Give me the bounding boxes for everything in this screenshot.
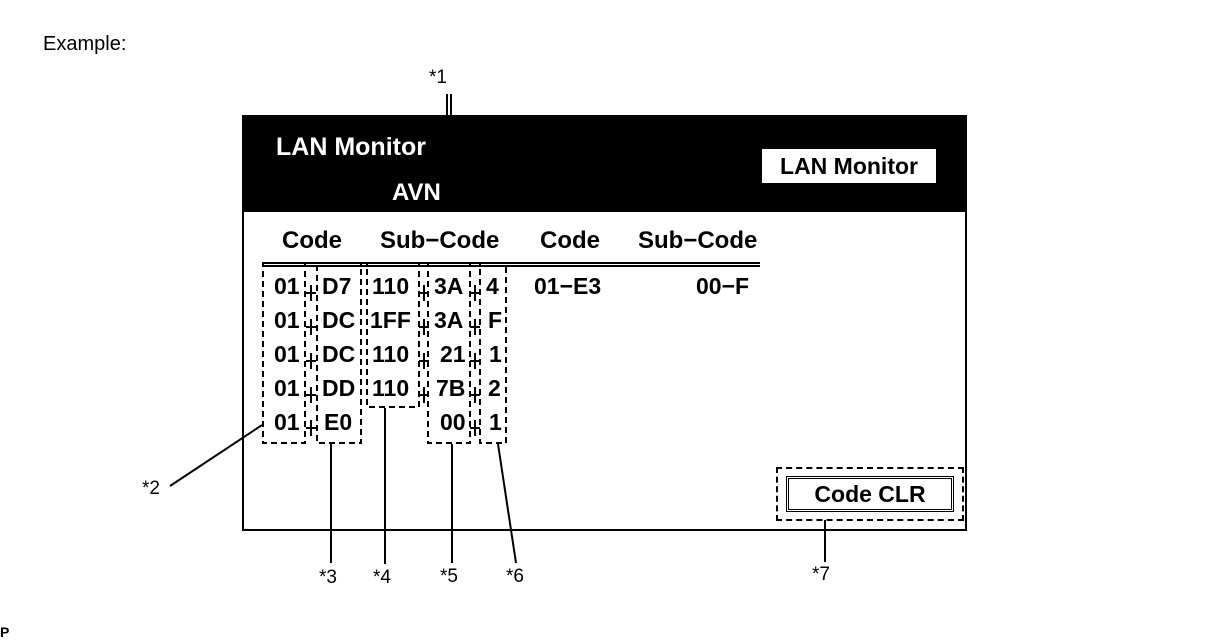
code-cell: 01 [274,409,300,435]
code-cell: 4 [486,273,499,299]
code-cell: 1 [489,341,502,367]
code-clr-button[interactable]: Code CLR [786,476,954,512]
code-clr-highlight [776,467,964,521]
code-cell: DC [322,307,356,333]
code-cell: 1FF [370,307,411,333]
dtc-box [316,262,362,444]
code-cell: 110 [372,375,410,401]
code-cell: 1 [489,409,502,435]
leader-lines [169,94,826,564]
code-cell: DC [322,341,356,367]
code-cell: D7 [322,273,352,299]
screen-title: LAN Monitor [276,133,426,161]
header-bar: LAN Monitor AVN LAN Monitor [244,117,965,212]
code-cell: 01 [274,273,300,299]
separator-ticks [306,285,480,436]
dtc-box [366,262,420,408]
example-label: Example: [43,33,127,55]
screen-subtitle: AVN [392,179,441,206]
callout-1: *1 [429,67,447,88]
code-cell: 3A [434,307,464,333]
column-header-subcode-2: Sub−Code [638,227,758,254]
code-cell: 21 [440,341,466,367]
callout-7: *7 [812,564,830,585]
code-cell: 00 [440,409,466,435]
callout-2: *2 [142,478,160,499]
header-rule [262,262,760,267]
dtc-box [479,262,507,444]
callout-4: *4 [373,567,391,588]
code-cell: DD [322,375,356,401]
code-cell: 7B [436,375,466,401]
dtc-box [262,262,306,444]
code-cell: 3A [434,273,464,299]
column-header-subcode: Sub−Code [380,227,500,254]
code-cell: 01 [274,341,300,367]
second-subcode-value: 00−F [696,273,750,299]
code-cell: 110 [372,273,410,299]
code-cell: 01 [274,307,300,333]
code-cell: 110 [372,341,410,367]
lan-monitor-button[interactable]: LAN Monitor [762,149,936,183]
callout-5: *5 [440,566,458,587]
lan-monitor-screen: LAN Monitor AVN LAN Monitor Code Sub−Cod… [242,115,967,531]
column-header-code: Code [282,227,342,254]
second-code-value: 01−E3 [534,273,602,299]
callout-6: *6 [506,566,524,587]
column-header-code-2: Code [540,227,600,254]
code-cell: F [488,307,503,333]
dtc-box [427,262,471,444]
callout-3: *3 [319,567,337,588]
footer-mark: P [0,624,10,640]
code-cell: E0 [324,409,353,435]
code-cell: 01 [274,375,300,401]
code-cell: 2 [488,375,501,401]
